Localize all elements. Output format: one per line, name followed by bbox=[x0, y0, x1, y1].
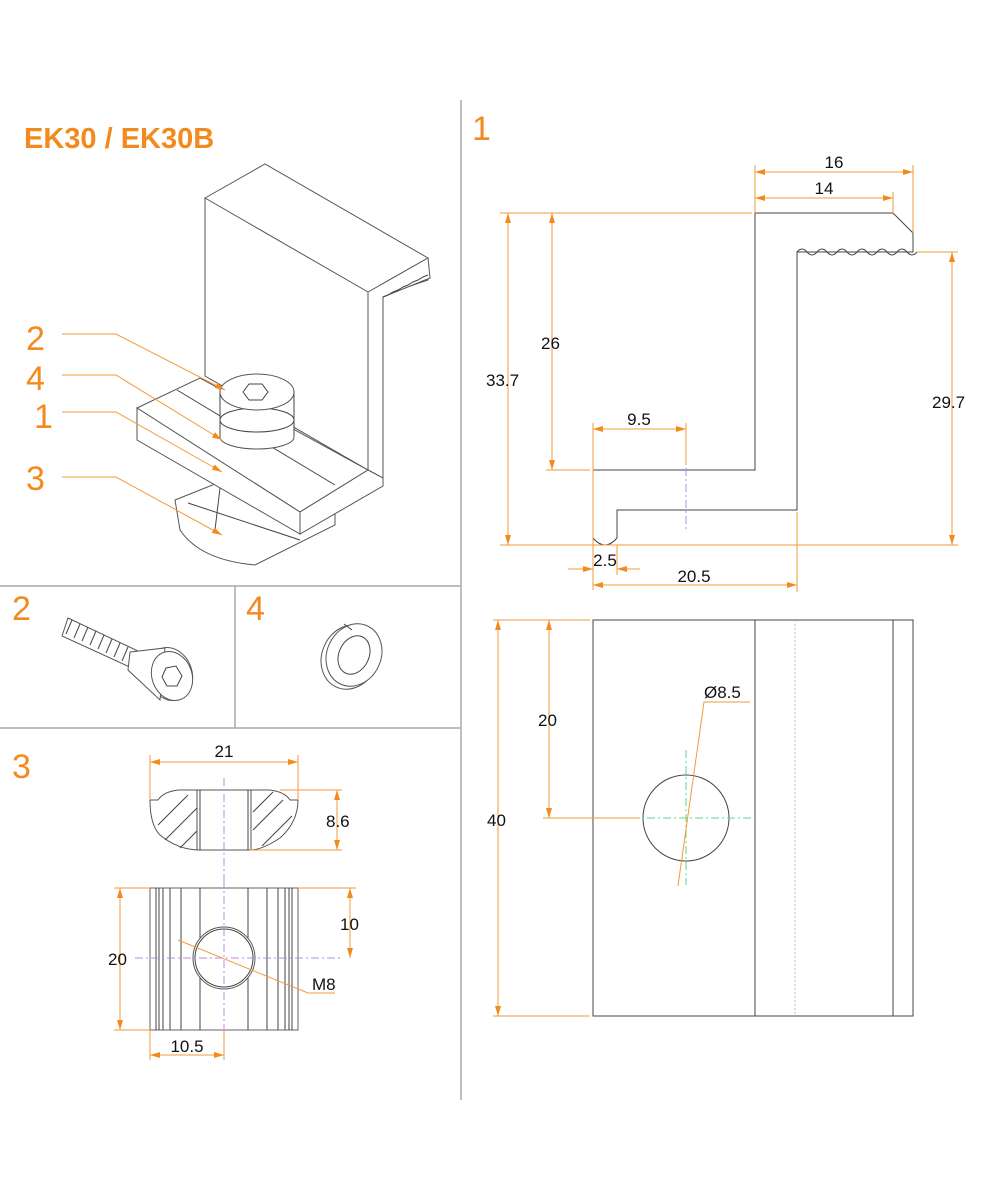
dim-right-height: 29.7 bbox=[932, 393, 965, 412]
dim-total-height: 33.7 bbox=[486, 371, 519, 390]
profile-plan-view bbox=[592, 619, 914, 1017]
slot-nut-panel: 3 21 8.6 10 bbox=[12, 742, 359, 1060]
dim-width: 21 bbox=[215, 742, 234, 761]
bolt-drawing bbox=[61, 617, 194, 702]
washer-label: 4 bbox=[246, 590, 265, 628]
dim-plan-length: 40 bbox=[487, 811, 506, 830]
dim-length: 20 bbox=[108, 950, 127, 969]
callout-4: 4 bbox=[26, 360, 45, 398]
profile-label: 1 bbox=[472, 110, 491, 148]
panel-dividers bbox=[0, 100, 462, 1100]
product-title: EK30 / EK30B bbox=[24, 123, 214, 155]
profile-side-dimensions: 16 14 33.7 26 29.7 9.5 2.5 20.5 bbox=[486, 153, 965, 592]
slot-nut-section bbox=[149, 778, 299, 888]
dim-lip: 2.5 bbox=[593, 551, 617, 570]
dim-top-outer: 16 bbox=[825, 153, 844, 172]
profile-plan-dimensions: Ø8.5 20 40 bbox=[487, 619, 750, 1017]
dim-height: 8.6 bbox=[326, 812, 350, 831]
profile-side-view bbox=[592, 212, 918, 546]
washer-drawing bbox=[320, 623, 383, 690]
dim-half-width: 10.5 bbox=[170, 1037, 203, 1056]
dim-hole-position: 20 bbox=[538, 711, 557, 730]
isometric-assembly bbox=[135, 163, 431, 566]
washer-panel: 4 bbox=[246, 590, 383, 690]
bolt-panel: 2 bbox=[12, 590, 194, 702]
dim-hole-diameter: Ø8.5 bbox=[704, 683, 741, 702]
dim-half-length: 10 bbox=[340, 915, 359, 934]
callout-2: 2 bbox=[26, 320, 45, 358]
profile-panel: 1 16 14 33.7 26 29.7 9. bbox=[472, 110, 965, 1017]
callout-3: 3 bbox=[26, 460, 45, 498]
slot-nut-label: 3 bbox=[12, 748, 31, 786]
bolt-label: 2 bbox=[12, 590, 31, 628]
dim-hole-offset: 9.5 bbox=[627, 410, 651, 429]
iso-callouts: 2 4 1 3 bbox=[26, 320, 226, 536]
dim-top-inner: 14 bbox=[815, 179, 834, 198]
dim-upper-height: 26 bbox=[541, 334, 560, 353]
dim-base-width: 20.5 bbox=[677, 567, 710, 586]
slot-nut-dimensions: 21 8.6 10 20 10.5 M8 bbox=[108, 742, 359, 1060]
dim-thread: M8 bbox=[312, 975, 336, 994]
callout-1: 1 bbox=[34, 398, 53, 436]
slot-nut-plan bbox=[135, 880, 340, 1040]
